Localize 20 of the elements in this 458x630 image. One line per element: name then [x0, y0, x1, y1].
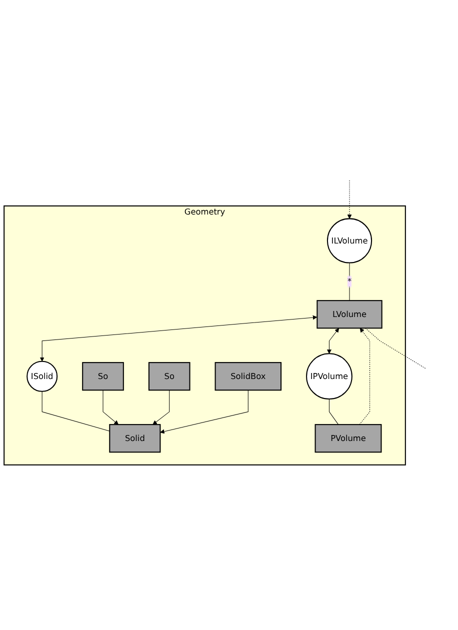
connector [42, 391, 110, 432]
node-box: SolidBox [214, 362, 282, 391]
arrow [347, 180, 352, 219]
arrow [326, 328, 340, 354]
node-box: So [148, 362, 190, 391]
node-box: PVolume [314, 424, 382, 453]
connector [328, 398, 339, 425]
connector [365, 328, 426, 369]
arrow [160, 390, 248, 434]
node-box: Solid [109, 424, 161, 453]
node-box: So [82, 362, 124, 391]
arrow [102, 390, 119, 425]
arrow [359, 328, 370, 425]
node-circle: ILVolume [326, 218, 372, 264]
node-box: LVolume [316, 300, 382, 329]
node-circle: IPVolume [306, 353, 352, 400]
arrow [152, 390, 170, 425]
arrow [40, 315, 318, 362]
edge-label: * [347, 276, 352, 286]
node-circle: ISolid [26, 360, 58, 392]
